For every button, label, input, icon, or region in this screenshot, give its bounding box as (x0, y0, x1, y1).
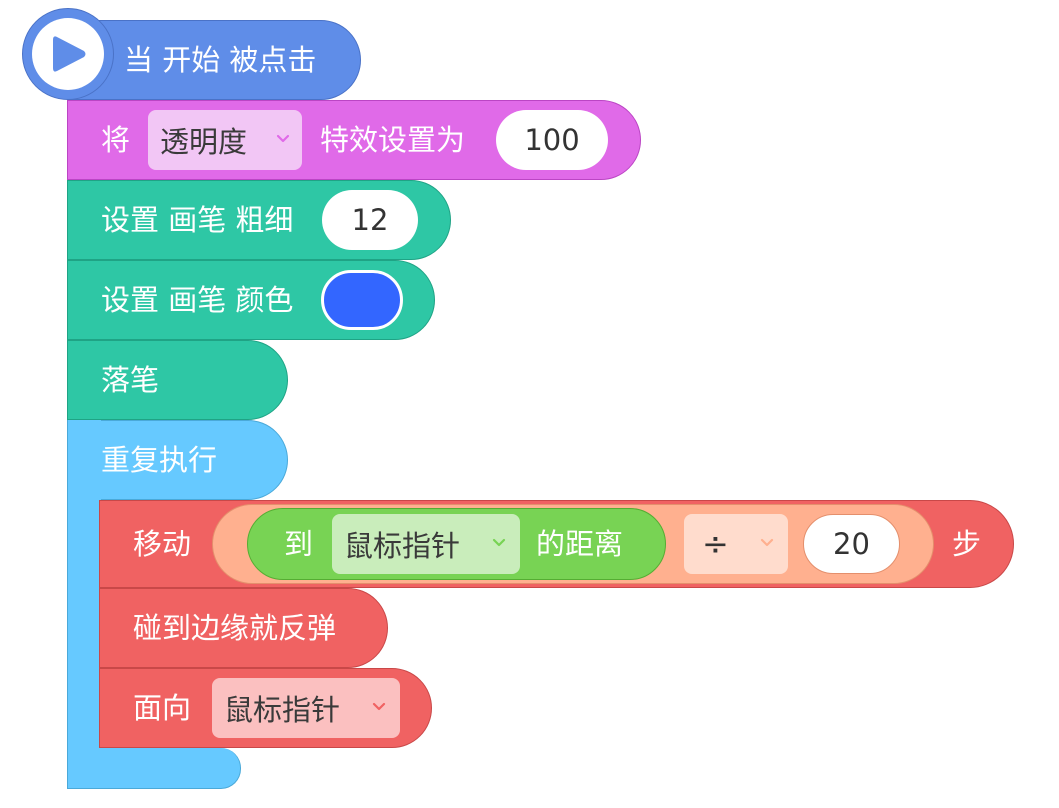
play-button[interactable] (32, 18, 104, 90)
effect-prefix: 将 (101, 123, 131, 157)
forever-bottom (67, 748, 241, 789)
chevron-down-icon (492, 538, 506, 547)
chevron-down-icon (276, 134, 290, 143)
bounce-block[interactable] (99, 588, 388, 668)
effect-dropdown[interactable]: 透明度 (148, 110, 302, 170)
effect-value-input[interactable]: 100 (496, 110, 608, 170)
face-target-dropdown[interactable]: 鼠标指针 (212, 678, 400, 738)
divisor-input[interactable]: 20 (803, 514, 900, 574)
operator-dropdown[interactable]: ÷ (684, 514, 788, 574)
pen-color-swatch[interactable] (321, 270, 403, 330)
forever-block[interactable] (67, 420, 288, 500)
pen-size-label: 设置 画笔 粗细 (101, 203, 294, 237)
distance-target-dropdown[interactable]: 鼠标指针 (332, 514, 520, 574)
hat-label: 当 开始 被点击 (124, 43, 317, 77)
pen-down-block[interactable] (67, 340, 288, 420)
pen-color-label: 设置 画笔 颜色 (101, 283, 294, 317)
operator-label: ÷ (702, 525, 729, 563)
face-label: 面向 (133, 691, 192, 725)
chevron-down-icon (372, 702, 386, 711)
pen-down-label: 落笔 (101, 363, 160, 397)
distance-target-label: 鼠标指针 (344, 529, 461, 563)
move-label: 移动 (133, 527, 192, 561)
play-icon (53, 36, 86, 72)
chevron-down-icon (760, 538, 774, 547)
bounce-label: 碰到边缘就反弹 (133, 611, 337, 645)
forever-label: 重复执行 (101, 443, 218, 477)
face-target-label: 鼠标指针 (224, 693, 341, 727)
hat-block[interactable] (67, 20, 361, 100)
move-unit: 步 (952, 527, 982, 561)
effect-dropdown-label: 透明度 (160, 125, 248, 159)
effect-middle: 特效设置为 (320, 123, 466, 157)
distance-suffix: 的距离 (536, 527, 624, 561)
distance-to-label: 到 (284, 527, 314, 561)
forever-arm (67, 420, 101, 789)
pen-size-input[interactable]: 12 (322, 190, 418, 250)
